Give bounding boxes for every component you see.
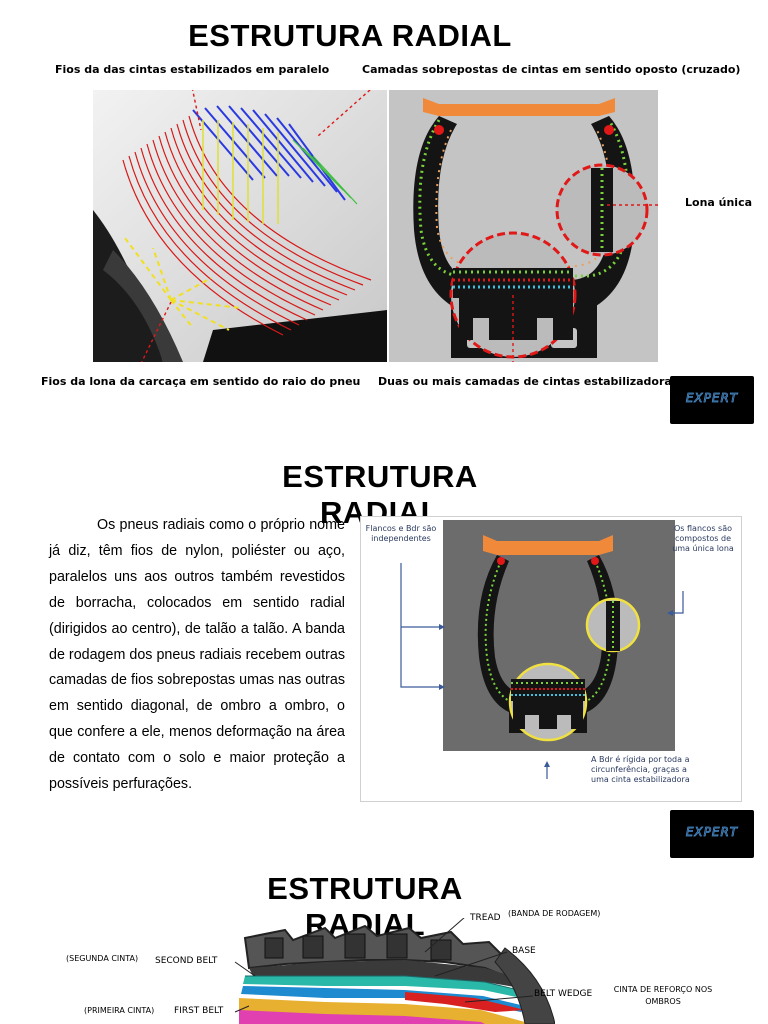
label-belt-wedge-pt: CINTA DE REFORÇO NOS OMBROS	[613, 985, 713, 1006]
label-second-belt: SECOND BELT	[155, 956, 218, 966]
label-base: BASE	[512, 946, 536, 956]
label-tread-pt: (BANDA DE RODAGEM)	[508, 909, 601, 918]
tire-section-diagram	[400, 520, 684, 779]
label-tread: TREAD	[470, 913, 501, 923]
caption-carcass-cords: Fios da lona da carcaça em sentido do ra…	[41, 375, 361, 388]
label-belt-wedge: BELT WEDGE	[534, 989, 593, 999]
tire-section-image	[389, 90, 658, 362]
label-bdr-rigida: A Bdr é rígida por toda a circunferência…	[591, 755, 690, 784]
label-first-belt-pt: (PRIMEIRA CINTA)	[84, 1006, 155, 1015]
caption-crossed-belts: Camadas sobrepostas de cintas em sentido…	[362, 63, 741, 76]
section-diagram-frame: Flancos e Bdr são independentes Os flanc…	[360, 516, 742, 802]
label-second-belt-pt: (SEGUNDA CINTA)	[66, 954, 139, 963]
label-first-belt: FIRST BELT	[174, 1006, 224, 1016]
tire-layers-illustration	[234, 918, 555, 1024]
tire-cutaway-image	[93, 90, 387, 362]
caption-stabilizer-belts: Duas ou mais camadas de cintas estabiliz…	[378, 375, 679, 388]
caption-parallel-belts: Fios da das cintas estabilizados em para…	[55, 63, 330, 76]
slide1-title: ESTRUTURA RADIAL	[188, 18, 512, 53]
expert-logo-2: EXPERT ​	[670, 810, 754, 858]
label-flancos-bdr: Flancos e Bdr são independentes	[365, 524, 437, 543]
caption-lona-unica: Lona única	[685, 196, 753, 209]
expert-logo-text: EXPERT	[685, 390, 739, 405]
expert-logo: EXPERT ​	[670, 376, 754, 424]
label-flancos-lona: Os flancos são compostos de uma única lo…	[672, 524, 734, 553]
body-paragraph: Os pneus radiais como o próprio nome já …	[49, 517, 345, 793]
expert-logo-text-2: EXPERT	[685, 824, 739, 839]
